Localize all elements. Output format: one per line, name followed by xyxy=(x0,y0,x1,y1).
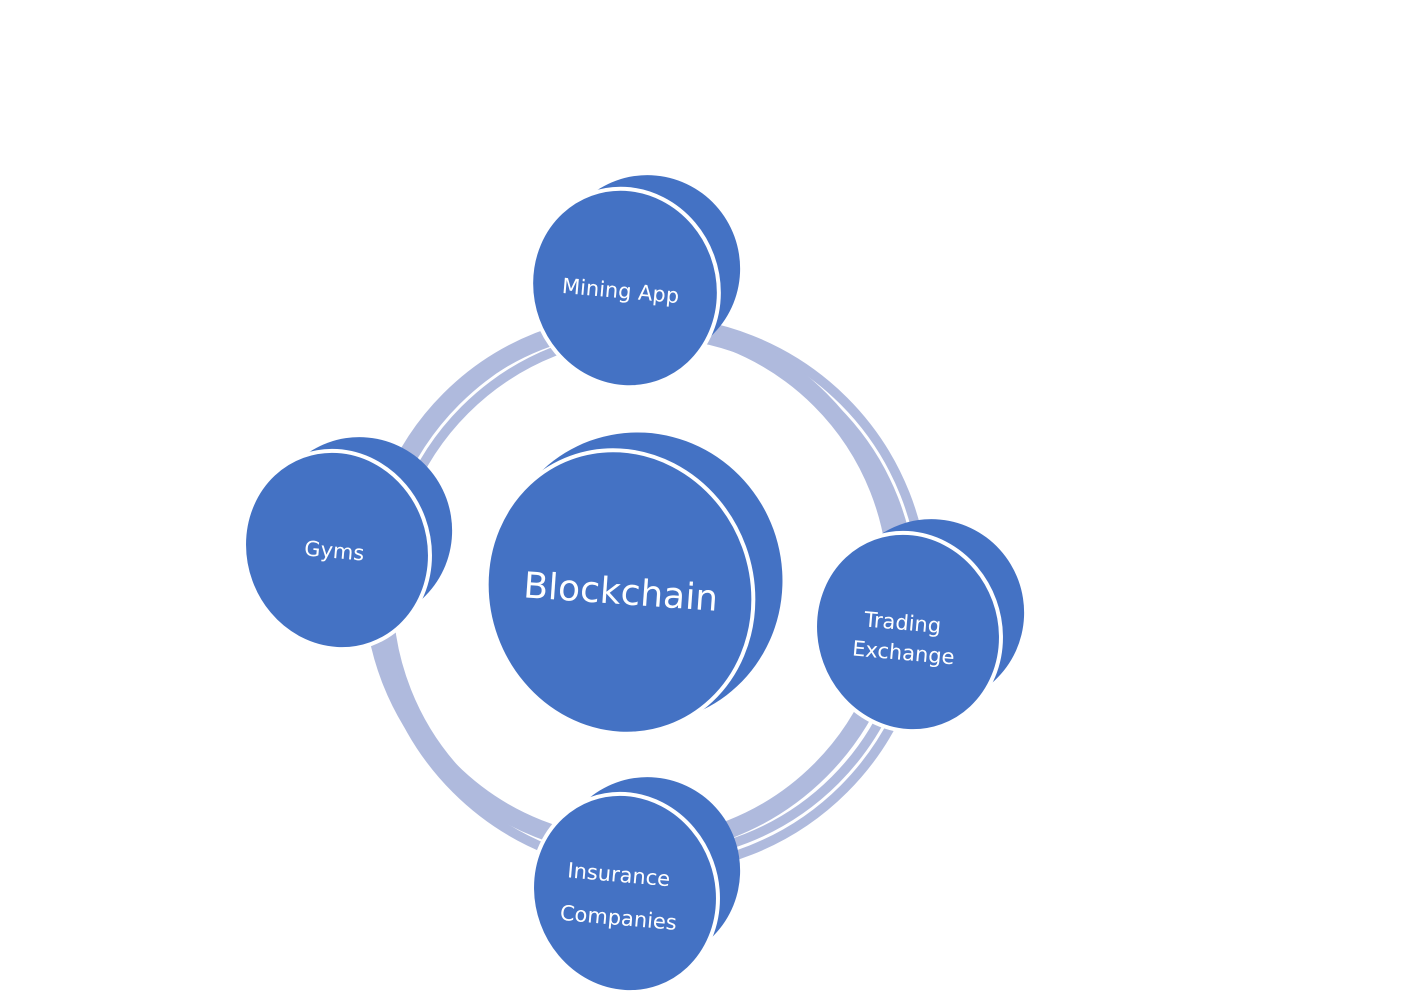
node-disc-face xyxy=(529,186,721,390)
node-disc-face xyxy=(242,448,432,652)
node-label-line: Gyms xyxy=(303,536,365,565)
node-label: Insurance Companies xyxy=(559,858,682,935)
node-insurance-companies[interactable]: Insurance Companies xyxy=(504,751,766,999)
node-label: Gyms xyxy=(303,536,365,565)
node-disc-face xyxy=(530,791,720,995)
node-mining-app[interactable]: Mining App xyxy=(503,149,766,414)
node-trading-exchange[interactable]: Trading Exchange xyxy=(787,493,1050,757)
node-disc-face xyxy=(813,530,1003,734)
center-node[interactable]: Blockchain xyxy=(447,392,823,771)
center-disc-face xyxy=(484,448,756,736)
node-gyms[interactable]: Gyms xyxy=(216,411,478,675)
